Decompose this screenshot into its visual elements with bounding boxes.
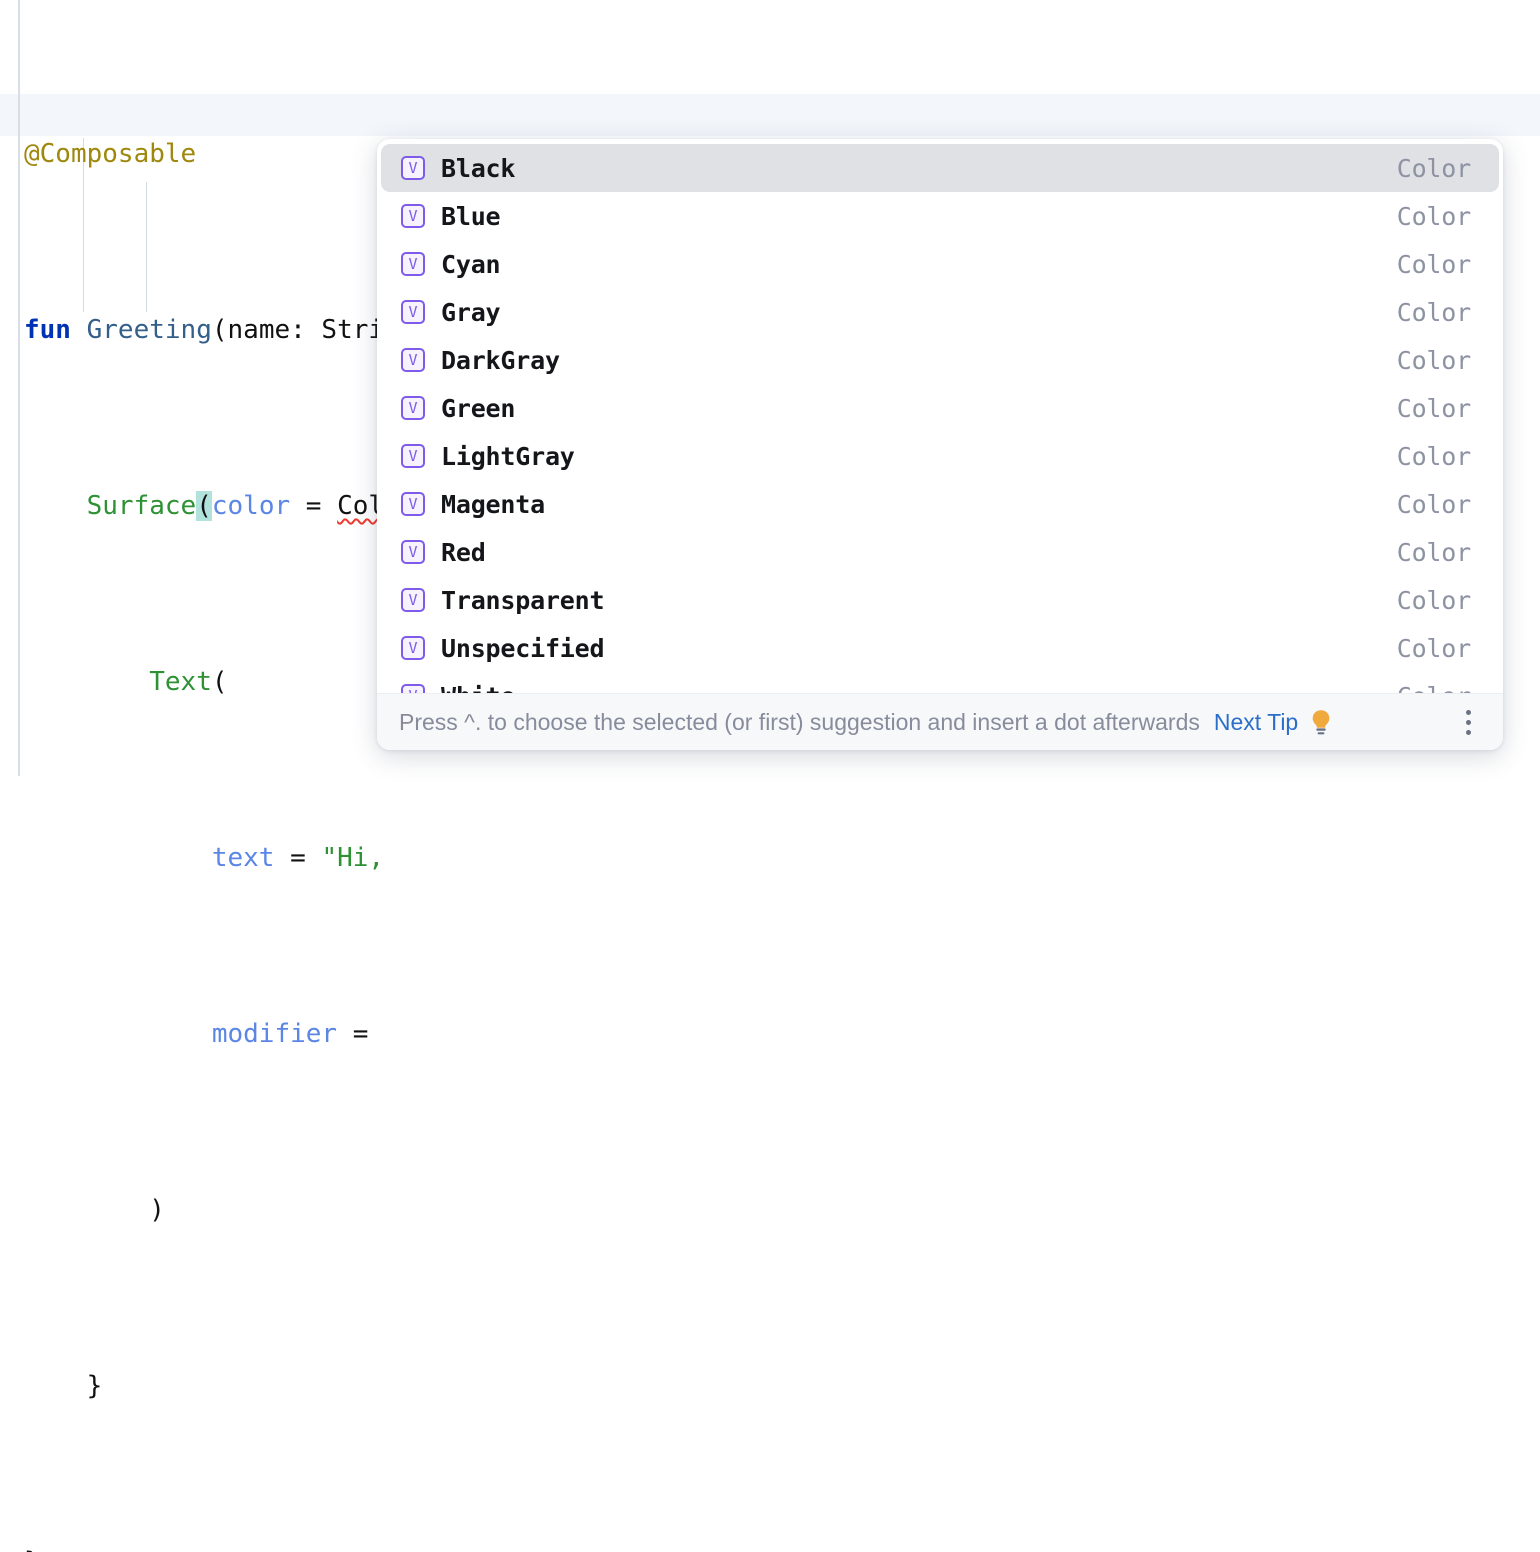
token-space	[71, 315, 87, 345]
property-value-icon: V	[401, 444, 425, 468]
completion-item-name: Blue	[441, 201, 501, 231]
indent-guide	[83, 138, 84, 312]
completion-item-name: White	[441, 682, 515, 694]
completion-item[interactable]: V Red Color	[381, 528, 1499, 576]
completion-item[interactable]: V Transparent Color	[381, 576, 1499, 624]
completion-item[interactable]: V Blue Color	[381, 192, 1499, 240]
token-annotation: @Composable	[24, 139, 197, 169]
completion-item-name: Transparent	[441, 585, 605, 615]
completion-item-name: Black	[441, 153, 516, 183]
completion-item-type: Color	[1396, 345, 1471, 375]
code-line-modifier-arg[interactable]: modifier =	[0, 1012, 1540, 1056]
completion-item-name: LightGray	[441, 441, 575, 471]
completion-tip-bar[interactable]: Press ^. to choose the selected (or firs…	[377, 693, 1503, 750]
completion-item-type: Color	[1396, 633, 1471, 663]
property-value-icon: V	[401, 156, 425, 180]
completion-item-type: Color	[1396, 297, 1471, 327]
token-indent	[24, 843, 212, 873]
token-string-literal: "Hi,	[321, 843, 385, 873]
completion-item[interactable]: V Green Color	[381, 384, 1499, 432]
completion-item-type: Color	[1396, 201, 1471, 231]
property-value-icon: V	[401, 540, 425, 564]
property-value-icon: V	[401, 252, 425, 276]
completion-item-type: Color	[1396, 249, 1471, 279]
completion-item[interactable]: V White Color	[381, 672, 1499, 693]
completion-item-type: Color	[1396, 489, 1471, 519]
code-line-close-brace-inner[interactable]: }	[0, 1364, 1540, 1408]
completion-item[interactable]: V Black Color	[381, 144, 1499, 192]
token-named-arg-color: color	[211, 491, 291, 521]
token-close-paren: )	[149, 1195, 165, 1225]
token-named-arg-modifier: modifier	[211, 1019, 338, 1049]
completion-item[interactable]: V LightGray Color	[381, 432, 1499, 480]
property-value-icon: V	[401, 492, 425, 516]
completion-item-name: Red	[441, 537, 486, 567]
property-value-icon: V	[401, 300, 425, 324]
indent-guide	[146, 182, 147, 312]
token-indent	[24, 491, 87, 521]
completion-item[interactable]: V Cyan Color	[381, 240, 1499, 288]
current-line-highlight	[0, 94, 1540, 136]
token-indent	[24, 1019, 212, 1049]
token-call-surface: Surface	[86, 491, 197, 521]
completion-item-name: Unspecified	[441, 633, 605, 663]
property-value-icon: V	[401, 204, 425, 228]
next-tip-link[interactable]: Next Tip	[1213, 708, 1299, 735]
completion-item-name: Green	[441, 393, 516, 423]
completion-item-type: Color	[1396, 441, 1471, 471]
completion-item[interactable]: V Magenta Color	[381, 480, 1499, 528]
code-line-close-paren[interactable]: )	[0, 1188, 1540, 1232]
completion-item-name: DarkGray	[441, 345, 560, 375]
property-value-icon: V	[401, 396, 425, 420]
property-value-icon: V	[401, 588, 425, 612]
code-line-text-arg[interactable]: text = "Hi,	[0, 836, 1540, 880]
token-indent	[24, 1195, 149, 1225]
editor-gutter-divider	[18, 0, 20, 776]
code-line-close-brace-outer[interactable]: }	[0, 1540, 1540, 1552]
completion-item-name: Gray	[441, 297, 501, 327]
token-equals: =	[290, 491, 338, 521]
kebab-dot	[1465, 729, 1471, 735]
property-value-icon: V	[401, 348, 425, 372]
token-equals: =	[274, 843, 322, 873]
code-line-text-open[interactable]: Text(	[0, 660, 1540, 704]
property-value-icon: V	[401, 636, 425, 660]
completion-item[interactable]: V Unspecified Color	[381, 624, 1499, 672]
completion-item-type: Color	[1396, 393, 1471, 423]
token-function-name: Greeting	[86, 315, 212, 345]
token-equals: =	[337, 1019, 385, 1049]
completion-item-name: Magenta	[441, 489, 545, 519]
token-indent	[24, 667, 149, 697]
completion-item-type: Color	[1396, 153, 1471, 183]
tip-message: Press ^. to choose the selected (or firs…	[399, 708, 1200, 735]
completion-item[interactable]: V DarkGray Color	[381, 336, 1499, 384]
kebab-dot	[1465, 709, 1471, 715]
token-keyword-fun: fun	[24, 315, 71, 345]
token-paren-open: (	[211, 667, 228, 697]
kebab-dot	[1465, 719, 1471, 725]
token-paren-open-highlight: (	[196, 491, 212, 521]
completion-item-name: Cyan	[441, 249, 501, 279]
lightbulb-icon	[1312, 710, 1330, 735]
completion-item-type: Color	[1396, 537, 1471, 567]
completion-item-type: Color	[1397, 682, 1471, 694]
token-call-text: Text	[149, 667, 212, 697]
code-line-annotation[interactable]: @Composable	[0, 132, 1540, 176]
property-value-icon: V	[401, 684, 425, 693]
token-named-arg-text: text	[211, 843, 275, 873]
completion-item[interactable]: V Gray Color	[381, 288, 1499, 336]
token-indent	[24, 1371, 87, 1401]
kebab-menu-icon[interactable]	[1455, 707, 1481, 737]
completion-item-type: Color	[1396, 585, 1471, 615]
token-close-brace: }	[86, 1371, 103, 1401]
token-close-brace: }	[24, 1547, 40, 1552]
